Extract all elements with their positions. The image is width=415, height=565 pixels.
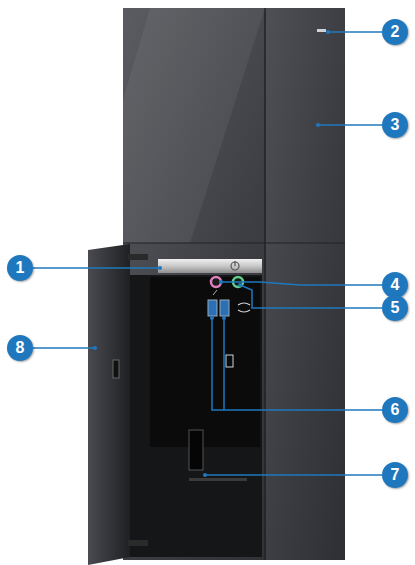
usb-port xyxy=(220,300,229,316)
tower-body xyxy=(123,8,345,560)
callout-number: 8 xyxy=(7,335,33,361)
card-reader xyxy=(189,430,203,470)
usb-port xyxy=(208,300,217,316)
front-door xyxy=(88,244,130,565)
callout-number: 5 xyxy=(382,295,408,321)
front-io-panel xyxy=(130,275,262,557)
leader-lines xyxy=(33,32,382,475)
callout-number: 7 xyxy=(382,462,408,488)
callout-number: 1 xyxy=(7,255,33,281)
power-bar xyxy=(158,259,262,273)
callout-number: 3 xyxy=(382,112,408,138)
callout-number: 2 xyxy=(382,19,408,45)
callout-number: 6 xyxy=(382,397,408,423)
